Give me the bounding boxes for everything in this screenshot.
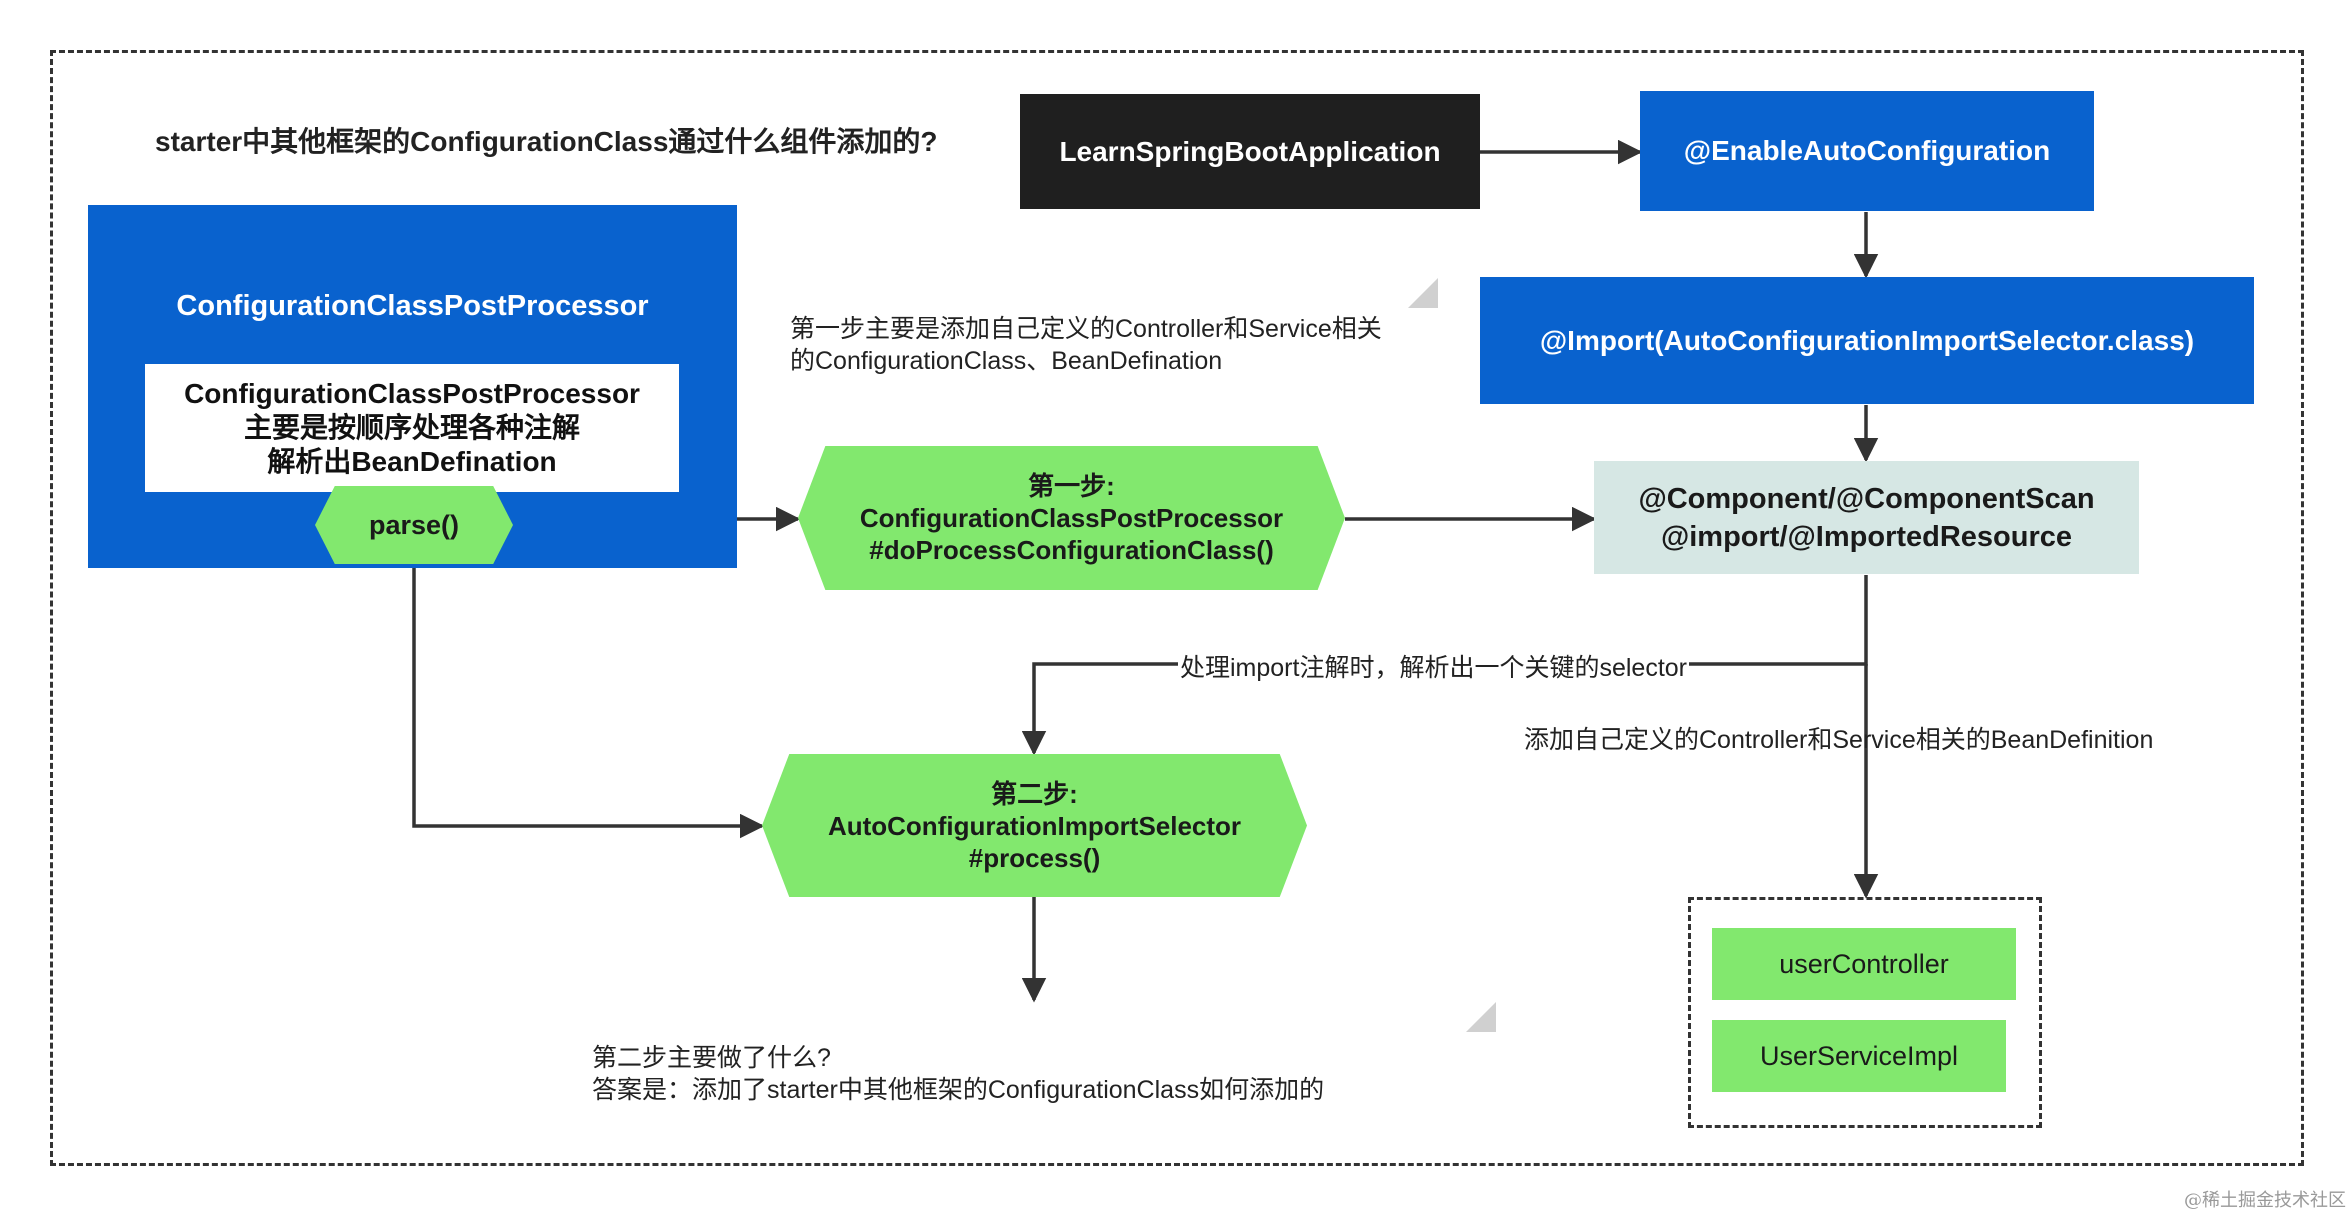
step2-explanation: 第二步主要做了什么? 答案是：添加了starter中其他框架的Configura… bbox=[592, 1042, 1324, 1106]
step1-line: 第一步: bbox=[1028, 471, 1115, 501]
note-fold-icon bbox=[1408, 278, 1438, 308]
learn-app-node: LearnSpringBootApplication bbox=[1020, 94, 1480, 209]
step2-line: #process() bbox=[968, 842, 1101, 873]
bean-definition-note: 添加自己定义的Controller和Service相关的BeanDefiniti… bbox=[1524, 726, 2154, 754]
note-fold-icon bbox=[1466, 1002, 1496, 1032]
ccpp-description: ConfigurationClassPostProcessor 主要是按顺序处理… bbox=[145, 364, 679, 492]
ccpp-desc-line: 主要是按顺序处理各种注解 bbox=[243, 412, 580, 443]
arrow-parse-to-step2 bbox=[412, 563, 765, 839]
ccpp-desc-line: ConfigurationClassPostProcessor bbox=[184, 378, 640, 409]
step1-note: 第一步主要是添加自己定义的Controller和Service相关 的Confi… bbox=[790, 313, 1382, 377]
step1-line: #doProcessConfigurationClass() bbox=[869, 535, 1274, 565]
beans-group bbox=[1688, 897, 2042, 1128]
watermark: @稀土掘金技术社区 bbox=[2184, 1190, 2346, 1211]
step1-node: 第一步: ConfigurationClassPostProcessor #do… bbox=[798, 446, 1345, 590]
step1-note-line: 的ConfigurationClass、BeanDefination bbox=[790, 347, 1223, 375]
step2-line: AutoConfigurationImportSelector bbox=[827, 810, 1242, 841]
step2-node: 第二步: AutoConfigurationImportSelector #pr… bbox=[762, 754, 1307, 897]
component-scan-line: @Component/@ComponentScan bbox=[1638, 482, 2095, 515]
import-selector-node: @Import(AutoConfigurationImportSelector.… bbox=[1480, 277, 2254, 404]
step2-line: 第二步: bbox=[991, 778, 1078, 809]
user-controller-node: userController bbox=[1712, 928, 2016, 1000]
ccpp-title: ConfigurationClassPostProcessor bbox=[176, 290, 649, 322]
step1-line: ConfigurationClassPostProcessor bbox=[859, 503, 1284, 533]
enable-auto-node: @EnableAutoConfiguration bbox=[1640, 91, 2094, 211]
step2-answer: 答案是：添加了starter中其他框架的ConfigurationClass如何… bbox=[592, 1076, 1325, 1104]
component-scan-line: @import/@ImportedResource bbox=[1660, 520, 2073, 553]
component-scan-node: @Component/@ComponentScan @import/@Impor… bbox=[1594, 461, 2139, 574]
parse-node: parse() bbox=[315, 486, 513, 564]
selector-note: 处理import注解时，解析出一个关键的selector bbox=[1178, 652, 1689, 684]
step2-question: 第二步主要做了什么? bbox=[592, 1044, 831, 1072]
diagram-title: starter中其他框架的ConfigurationClass通过什么组件添加的… bbox=[155, 126, 938, 157]
user-service-impl-node: UserServiceImpl bbox=[1712, 1020, 2006, 1092]
diagram-frame bbox=[50, 50, 2304, 1166]
step1-note-line: 第一步主要是添加自己定义的Controller和Service相关 bbox=[790, 315, 1382, 343]
ccpp-desc-line: 解析出BeanDefination bbox=[267, 446, 557, 477]
